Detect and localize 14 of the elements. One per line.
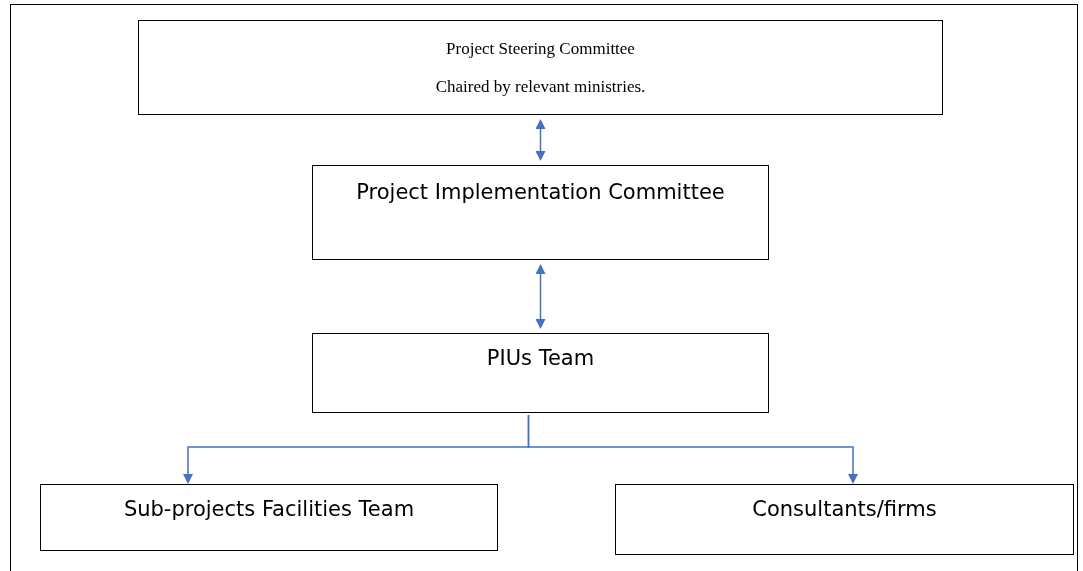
org-box	[615, 484, 1074, 555]
arrow	[527, 414, 858, 484]
box-label: PIUs Team	[486, 346, 595, 370]
org-box	[138, 20, 943, 115]
box-label: Sub-projects Facilities Team	[123, 497, 415, 521]
box-label: Chaired by relevant ministries.	[435, 77, 646, 97]
box-label: Project Steering Committee	[446, 39, 635, 59]
box-label: Project Implementation Committee	[356, 180, 725, 204]
org-box	[312, 333, 769, 413]
org-box	[312, 165, 769, 260]
box-label: Consultants/firms	[752, 497, 937, 521]
arrow	[535, 264, 546, 329]
org-box	[40, 484, 498, 551]
arrow	[535, 119, 546, 161]
